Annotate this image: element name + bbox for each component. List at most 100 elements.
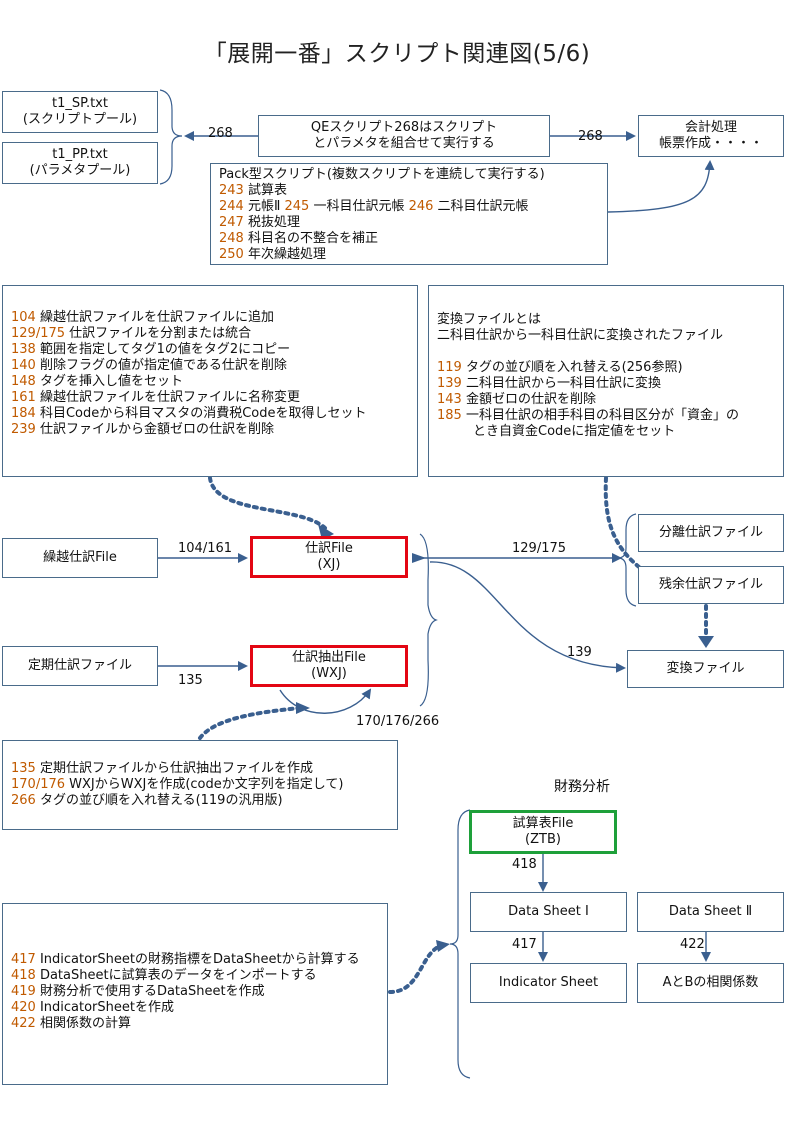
journal-file-name: 仕訳File — [305, 541, 353, 556]
script-number: 248 — [219, 231, 248, 246]
script-number: 239 — [11, 422, 40, 437]
script-line: 104 繰越仕訳ファイルを仕訳ファイルに追加 — [11, 310, 417, 326]
script-line: 143 金額ゼロの仕訳を削除 — [437, 392, 783, 408]
extract-file-code: (WXJ) — [311, 666, 347, 681]
residual-journal-file: 残余仕訳ファイル — [638, 566, 784, 604]
trial-balance-code: (ZTB) — [525, 832, 561, 847]
bunri-zanyo-brace — [617, 513, 637, 607]
page-title: 「展開一番」スクリプト関連図(5/6) — [203, 41, 591, 67]
script-number: 185 — [437, 408, 466, 423]
data-sheet-2-label: Data Sheet Ⅱ — [668, 904, 753, 919]
script-number: 245 — [284, 199, 314, 214]
extract-file-name: 仕訳抽出File — [292, 650, 366, 665]
script-number: 138 — [11, 342, 40, 357]
script-description: 仕訳ファイルから金額ゼロの仕訳を削除 — [39, 422, 274, 437]
pack-script-line: 250 年次繰越処理 — [219, 247, 607, 263]
pack-script-line: 248 科目名の不整合を補正 — [219, 231, 607, 247]
finance-brace — [449, 809, 471, 1079]
script-description: 財務分析で使用するDataSheetを作成 — [39, 984, 265, 999]
conversion-heading-1: 変換ファイルとは — [437, 312, 542, 327]
carryover-journal-file: 繰越仕訳File — [2, 538, 158, 578]
script-number: 129/175 — [11, 326, 70, 341]
script-description: 仕訳ファイルを分割または統合 — [69, 326, 252, 341]
script-number: 244 — [219, 199, 248, 214]
script-number: 422 — [11, 1016, 40, 1031]
arrow-pack-to-accounting — [607, 160, 715, 213]
script-pool-caption: (スクリプトプール) — [22, 112, 138, 127]
script-number: 420 — [11, 1000, 40, 1015]
qe-script-box: QEスクリプト268はスクリプト とパラメタを組合せて実行する — [258, 115, 550, 157]
correlation-box: AとBの相関係数 — [637, 963, 784, 1003]
label-170-176-266: 170/176/266 — [356, 714, 440, 729]
label-135: 135 — [178, 673, 203, 688]
script-number: 148 — [11, 374, 40, 389]
script-pool-box: t1_SP.txt (スクリプトプール) — [2, 91, 158, 133]
script-number: 119 — [437, 360, 466, 375]
data-sheet-1-label: Data Sheet Ⅰ — [508, 904, 589, 919]
pack-script-heading: Pack型スクリプト(複数スクリプトを連続して実行する) — [219, 167, 545, 182]
journal-file-xj: 仕訳File (XJ) — [250, 536, 408, 578]
script-number: 143 — [437, 392, 466, 407]
correlation-label: AとBの相関係数 — [662, 975, 759, 990]
label-418: 418 — [512, 857, 537, 872]
script-number: 418 — [11, 968, 40, 983]
data-sheet-2: Data Sheet Ⅱ — [637, 892, 784, 932]
label-129-175: 129/175 — [512, 541, 567, 556]
conversion-scripts-box: 変換ファイルとは 二科目仕訳から一科目仕訳に変換されたファイル 119 タグの並… — [428, 285, 784, 477]
periodic-journal-file: 定期仕訳ファイル — [2, 646, 158, 686]
script-line: 119 タグの並び順を入れ替える(256参照) — [437, 360, 783, 376]
script-description: 科目名の不整合を補正 — [247, 231, 378, 246]
script-line: 185 一科目仕訳の相手科目の科目区分が「資金」の — [437, 408, 783, 424]
script-line: 170/176 WXJからWXJを作成(codeか文字列を指定して) — [11, 777, 397, 793]
script-line: 140 削除フラグの値が指定値である仕訳を削除 — [11, 358, 417, 374]
script-description: 試算表 — [247, 183, 287, 198]
script-number: 104 — [11, 310, 40, 325]
pack-script-line: 243 試算表 — [219, 183, 607, 199]
script-description: 金額ゼロの仕訳を削除 — [465, 392, 596, 407]
script-number: 140 — [11, 358, 40, 373]
script-number: 419 — [11, 984, 40, 999]
script-description: タグを挿入し値をセット — [39, 374, 183, 389]
script-description: 一科目仕訳元帳 — [313, 199, 409, 214]
label-268-left: 268 — [208, 126, 233, 141]
script-number: 250 — [219, 247, 248, 262]
script-description: 二科目仕訳元帳 — [437, 199, 529, 214]
script-description: 繰越仕訳ファイルを仕訳ファイルに追加 — [39, 310, 274, 325]
script-line: 148 タグを挿入し値をセット — [11, 374, 417, 390]
indicator-sheet: Indicator Sheet — [470, 963, 627, 1003]
script-line: 239 仕訳ファイルから金額ゼロの仕訳を削除 — [11, 422, 417, 438]
extract-journal-file-wxj: 仕訳抽出File (WXJ) — [250, 645, 408, 687]
script-line: 266 タグの並び順を入れ替える(119の汎用版) — [11, 793, 397, 809]
pack-script-line: 247 税抜処理 — [219, 215, 607, 231]
script-line: 417 IndicatorSheetの財務指標をDataSheetから計算する — [11, 952, 387, 968]
script-number: 247 — [219, 215, 248, 230]
dotted-lower-desc-to-chushutsu — [198, 706, 302, 740]
label-417: 417 — [512, 937, 537, 952]
script-number: 161 — [11, 390, 40, 405]
converted-file: 変換ファイル — [627, 650, 784, 688]
journal-file-code: (XJ) — [317, 557, 341, 572]
conversion-line-185-continuation: とき自資金Codeに指定値をセット — [473, 424, 676, 439]
script-number: 417 — [11, 952, 40, 967]
data-sheet-1: Data Sheet Ⅰ — [470, 892, 627, 932]
trial-balance-name: 試算表File — [512, 816, 574, 831]
param-pool-box: t1_PP.txt (パラメタプール) — [2, 142, 158, 184]
top-brace — [159, 89, 183, 185]
script-line: 419 財務分析で使用するDataSheetを作成 — [11, 984, 387, 1000]
indicator-sheet-label: Indicator Sheet — [498, 975, 599, 990]
arrow-170-176-266 — [279, 688, 372, 714]
script-description: 二科目仕訳から一科目仕訳に変換 — [465, 376, 661, 391]
script-number: 246 — [408, 199, 438, 214]
script-line: 161 繰越仕訳ファイルを仕訳ファイルに名称変更 — [11, 390, 417, 406]
spacer — [437, 344, 783, 360]
accounting-line-2: 帳票作成・・・・ — [658, 136, 763, 151]
separated-journal-file: 分離仕訳ファイル — [638, 514, 784, 552]
script-number: 135 — [11, 761, 40, 776]
